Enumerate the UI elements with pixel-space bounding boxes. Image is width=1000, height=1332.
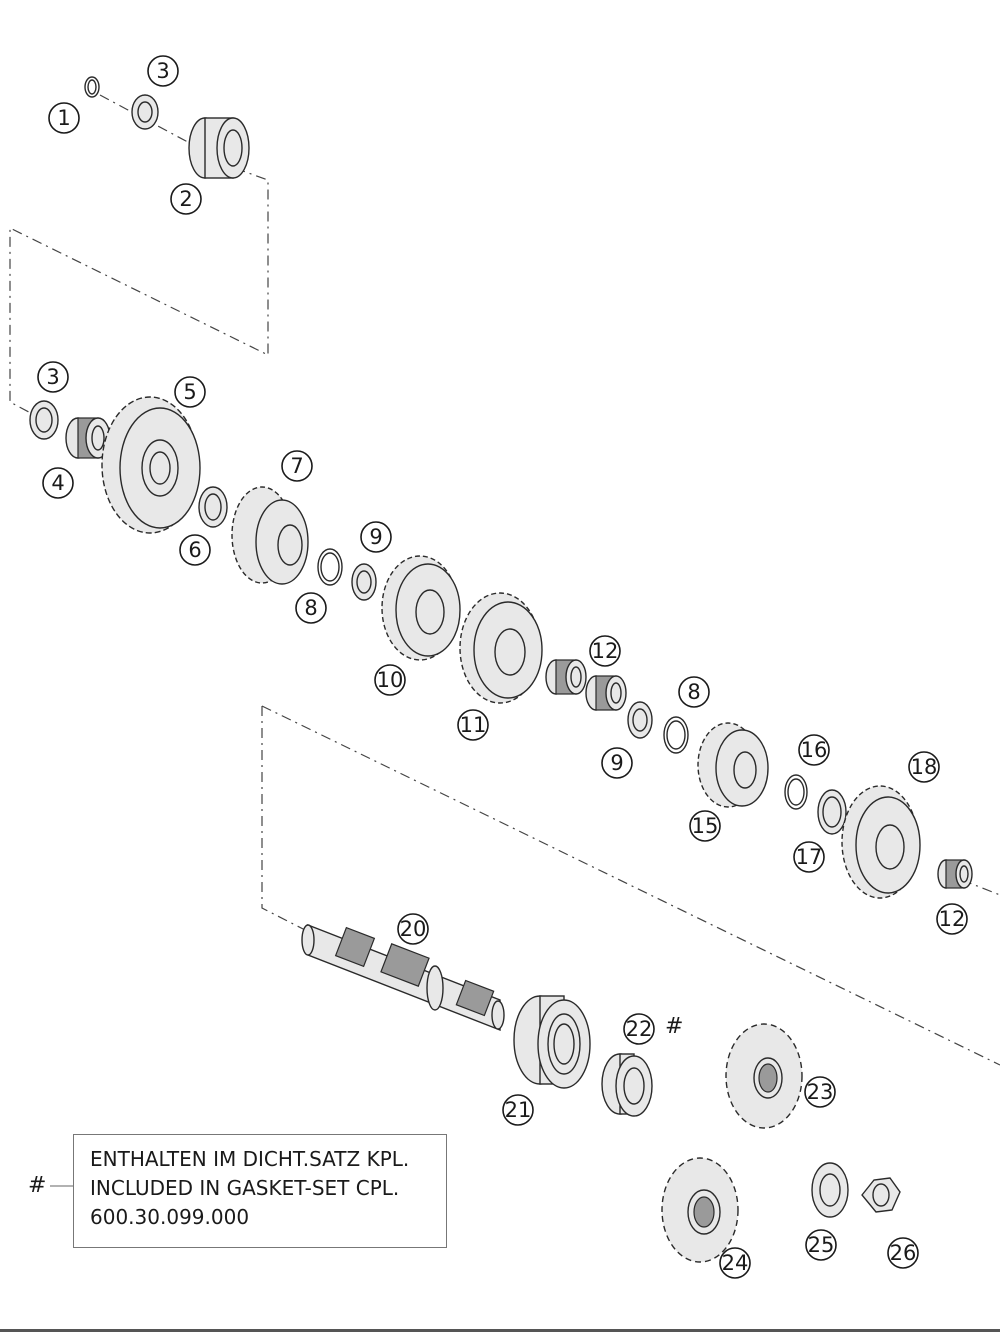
callout-8: 8 <box>295 592 327 624</box>
callout-20: 20 <box>397 913 429 945</box>
callout-18: 18 <box>908 751 940 783</box>
part-2-ball-bearing <box>188 117 250 179</box>
svg-text:1: 1 <box>57 106 70 130</box>
svg-text:23: 23 <box>807 1080 834 1104</box>
svg-text:8: 8 <box>304 596 317 620</box>
svg-text:6: 6 <box>188 538 201 562</box>
part-17-washer <box>817 789 847 835</box>
gasket-set-marker-note: # <box>28 1173 47 1198</box>
svg-text:9: 9 <box>369 525 382 549</box>
note-part-number: 600.30.099.000 <box>90 1205 250 1229</box>
callout-21: 21 <box>502 1094 534 1126</box>
part-26-nut <box>861 1177 901 1213</box>
part-16-circlip <box>784 774 808 810</box>
part-15-gear <box>697 722 769 808</box>
assembly-guide-lines <box>9 94 1000 1066</box>
svg-text:5: 5 <box>183 380 196 404</box>
callout-17: 17 <box>793 841 825 873</box>
part-5-gear <box>101 396 201 534</box>
part-3-washer-top <box>131 94 159 130</box>
svg-text:4: 4 <box>51 471 64 495</box>
part-24-sprocket <box>661 1157 739 1263</box>
svg-text:12: 12 <box>939 907 966 931</box>
svg-text:12: 12 <box>592 639 619 663</box>
svg-text:22: 22 <box>626 1017 653 1041</box>
part-12-needle-bearing-a <box>545 659 587 695</box>
callout-9-b: 9 <box>601 747 633 779</box>
svg-text:21: 21 <box>505 1098 532 1122</box>
svg-text:16: 16 <box>801 738 828 762</box>
part-7-gear <box>231 486 309 585</box>
gasket-set-marker-22: # <box>665 1014 684 1039</box>
bottom-divider <box>0 1329 1000 1332</box>
svg-text:11: 11 <box>460 713 487 737</box>
callout-7: 7 <box>281 450 313 482</box>
part-12-needle-bearing-c <box>937 859 973 889</box>
part-11-gear <box>459 592 543 704</box>
part-20-main-shaft <box>301 923 505 1032</box>
callout-8-b: 8 <box>678 676 710 708</box>
part-9-splined-washer <box>351 563 377 601</box>
part-8-snap-ring <box>317 548 343 586</box>
callout-9: 9 <box>360 521 392 553</box>
svg-text:26: 26 <box>890 1241 917 1265</box>
part-10-gear <box>381 555 461 661</box>
callout-1: 1 <box>48 102 80 134</box>
callout-22: 22 <box>623 1013 655 1045</box>
svg-text:15: 15 <box>692 814 719 838</box>
callout-12-b: 12 <box>936 903 968 935</box>
callout-25: 25 <box>805 1229 837 1261</box>
svg-text:9: 9 <box>610 751 623 775</box>
part-1-circlip <box>84 76 100 98</box>
part-22-shaft-seal <box>601 1053 653 1117</box>
callout-6: 6 <box>179 534 211 566</box>
svg-text:3: 3 <box>156 59 169 83</box>
part-4-needle-bearing <box>65 417 111 459</box>
svg-text:17: 17 <box>796 845 823 869</box>
svg-text:18: 18 <box>911 755 938 779</box>
callout-24: 24 <box>719 1247 751 1279</box>
svg-text:3: 3 <box>46 365 59 389</box>
callout-12: 12 <box>589 635 621 667</box>
gasket-set-note: ENTHALTEN IM DICHT.SATZ KPL. INCLUDED IN… <box>73 1134 447 1248</box>
callout-2: 2 <box>170 183 202 215</box>
svg-text:10: 10 <box>377 668 404 692</box>
part-6-washer <box>198 486 228 528</box>
part-25-lock-washer <box>811 1162 849 1218</box>
part-21-ball-bearing <box>513 995 591 1089</box>
svg-text:7: 7 <box>290 454 303 478</box>
part-12-needle-bearing-b <box>585 675 627 711</box>
part-3-washer <box>29 400 59 440</box>
svg-text:8: 8 <box>687 680 700 704</box>
part-8-snap-ring-b <box>663 716 689 754</box>
callout-11: 11 <box>457 709 489 741</box>
svg-text:25: 25 <box>808 1233 835 1257</box>
part-23-sprocket <box>725 1023 803 1129</box>
part-9-splined-washer-b <box>627 701 653 739</box>
svg-text:2: 2 <box>179 187 192 211</box>
callout-5: 5 <box>174 376 206 408</box>
callout-4: 4 <box>42 467 74 499</box>
svg-text:20: 20 <box>400 917 427 941</box>
part-18-gear <box>841 785 921 899</box>
note-line-german: ENTHALTEN IM DICHT.SATZ KPL. <box>90 1147 410 1171</box>
callout-16: 16 <box>798 734 830 766</box>
callout-15: 15 <box>689 810 721 842</box>
callout-26: 26 <box>887 1237 919 1269</box>
callout-3-top: 3 <box>147 55 179 87</box>
callout-3: 3 <box>37 361 69 393</box>
callout-10: 10 <box>374 664 406 696</box>
svg-text:24: 24 <box>722 1251 749 1275</box>
note-line-english: INCLUDED IN GASKET-SET CPL. <box>90 1176 400 1200</box>
callout-23: 23 <box>804 1076 836 1108</box>
